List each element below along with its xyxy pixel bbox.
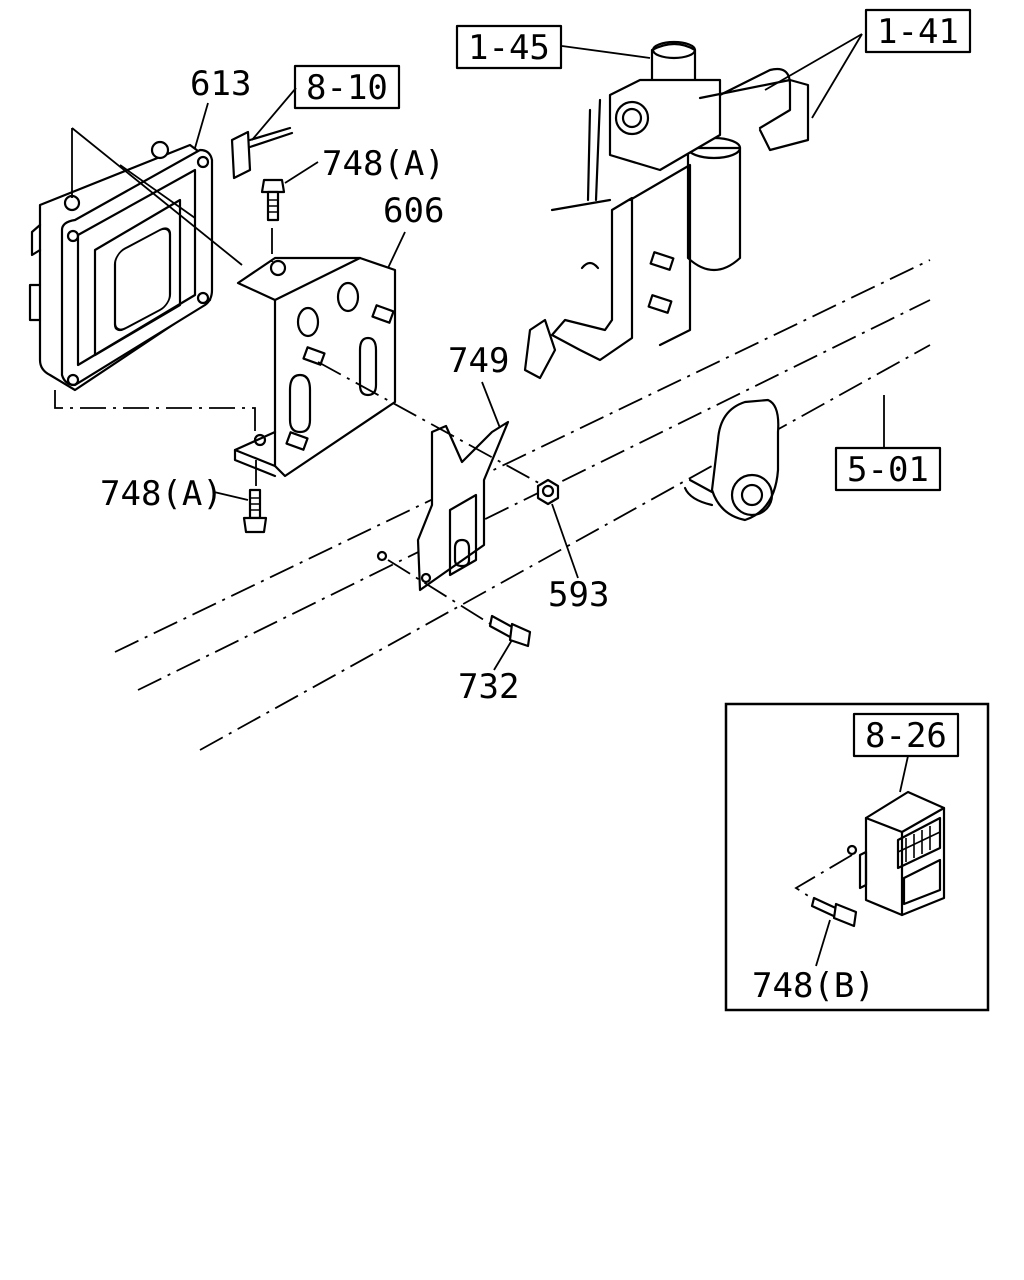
- wiring-connector: [230, 126, 294, 180]
- bolt-732: [488, 614, 532, 648]
- dryer-assembly: [523, 40, 810, 380]
- label-box-1-41: [864, 8, 972, 54]
- frame-rail: [114, 259, 931, 751]
- label-593: 593: [548, 575, 609, 615]
- nut-593: [536, 478, 560, 506]
- mounting-bracket: [233, 256, 397, 478]
- callout-labels: 613 8-10 748(A) 606 749 748(A) 593 732 1…: [100, 8, 972, 707]
- label-749: 749: [448, 341, 509, 381]
- label-8-10: 8-10: [306, 68, 388, 108]
- label-748b: 748(B): [752, 966, 875, 1006]
- label-box-8-10: [293, 64, 401, 110]
- label-5-01: 5-01: [847, 450, 929, 490]
- label-1-45: 1-45: [468, 28, 550, 68]
- label-748a-bottom: 748(A): [100, 474, 223, 514]
- label-8-26: 8-26: [865, 716, 947, 756]
- inset-panel: 8-26 748(B): [724, 702, 990, 1012]
- bolt-748b: [810, 896, 858, 928]
- bolt-748a-top: [260, 178, 286, 222]
- module-8-26: [846, 790, 946, 917]
- label-box-5-01: [834, 446, 942, 492]
- label-748a-top: 748(A): [322, 144, 445, 184]
- label-box-1-45: [455, 24, 563, 70]
- label-box-8-26: [852, 712, 960, 758]
- label-606: 606: [383, 191, 444, 231]
- label-613: 613: [190, 64, 251, 104]
- label-1-41: 1-41: [877, 12, 959, 52]
- control-unit: [28, 127, 243, 392]
- bolt-748a-bottom: [242, 488, 268, 534]
- label-732: 732: [458, 667, 519, 707]
- plate-749: [376, 420, 510, 592]
